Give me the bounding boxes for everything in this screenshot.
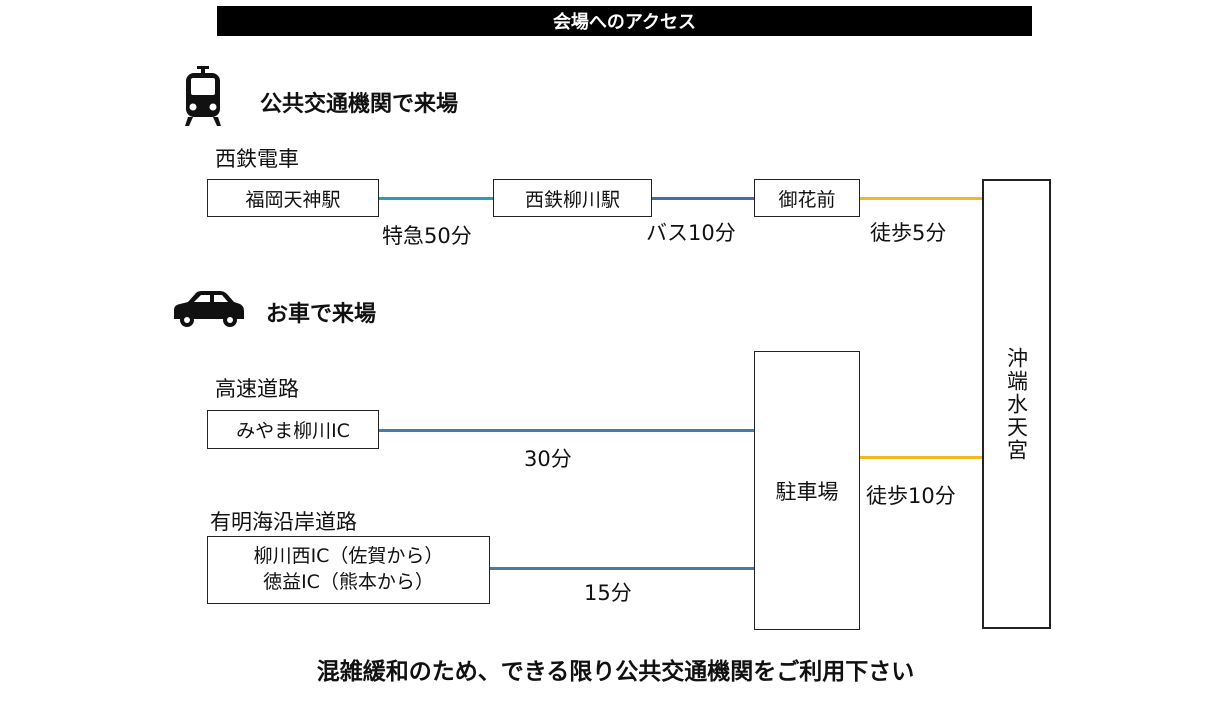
coastal-ic-box: 柳川西IC（佐賀から） 徳益IC（熊本から） [207, 536, 490, 604]
train-line-label: 西鉄電車 [215, 147, 299, 171]
parking-walk-time: 徒歩10分 [866, 484, 956, 508]
walk-connector [860, 197, 982, 200]
coastal-connector [490, 567, 754, 570]
destination-label: 沖端水天宮 [1004, 346, 1029, 462]
stop-label: 福岡天神駅 [245, 188, 341, 211]
segment-bus-time: バス10分 [646, 221, 736, 245]
highway-label: 高速道路 [215, 377, 299, 401]
highway-ic: みやま柳川IC [236, 420, 350, 442]
stop-label: 御花前 [778, 188, 836, 211]
segment-train-time: 特急50分 [382, 224, 472, 248]
car-heading: お車で来場 [266, 302, 377, 327]
highway-connector [379, 429, 754, 432]
train-icon [182, 64, 224, 128]
segment-walk-time: 徒歩5分 [870, 221, 947, 245]
destination-box: 沖端水天宮 [982, 179, 1051, 629]
stop-fukuoka-tenjin: 福岡天神駅 [207, 179, 379, 217]
stop-ohana-mae: 御花前 [754, 179, 860, 217]
highway-time: 30分 [524, 447, 572, 471]
title-bar: 会場へのアクセス [217, 6, 1032, 36]
stop-label: 西鉄柳川駅 [524, 188, 620, 211]
coastal-ic-1: 柳川西IC（佐賀から） [253, 545, 444, 568]
bus-connector [652, 197, 754, 200]
parking-walk-connector [860, 456, 982, 459]
stop-nishitetsu-yanagawa: 西鉄柳川駅 [493, 179, 652, 217]
public-transport-heading: 公共交通機関で来場 [260, 92, 459, 117]
car-icon [170, 289, 246, 329]
parking-label: 駐車場 [775, 479, 839, 504]
train-connector [379, 197, 493, 200]
coastal-ic-2: 徳益IC（熊本から） [263, 571, 434, 593]
footer-note: 混雑緩和のため、できる限り公共交通機関をご利用下さい [316, 659, 915, 685]
parking-box: 駐車場 [754, 351, 860, 630]
coastal-time: 15分 [584, 581, 632, 605]
coastal-road-label: 有明海沿岸道路 [210, 510, 357, 534]
page-title: 会場へのアクセス [552, 12, 697, 33]
highway-ic-box: みやま柳川IC [207, 410, 379, 449]
